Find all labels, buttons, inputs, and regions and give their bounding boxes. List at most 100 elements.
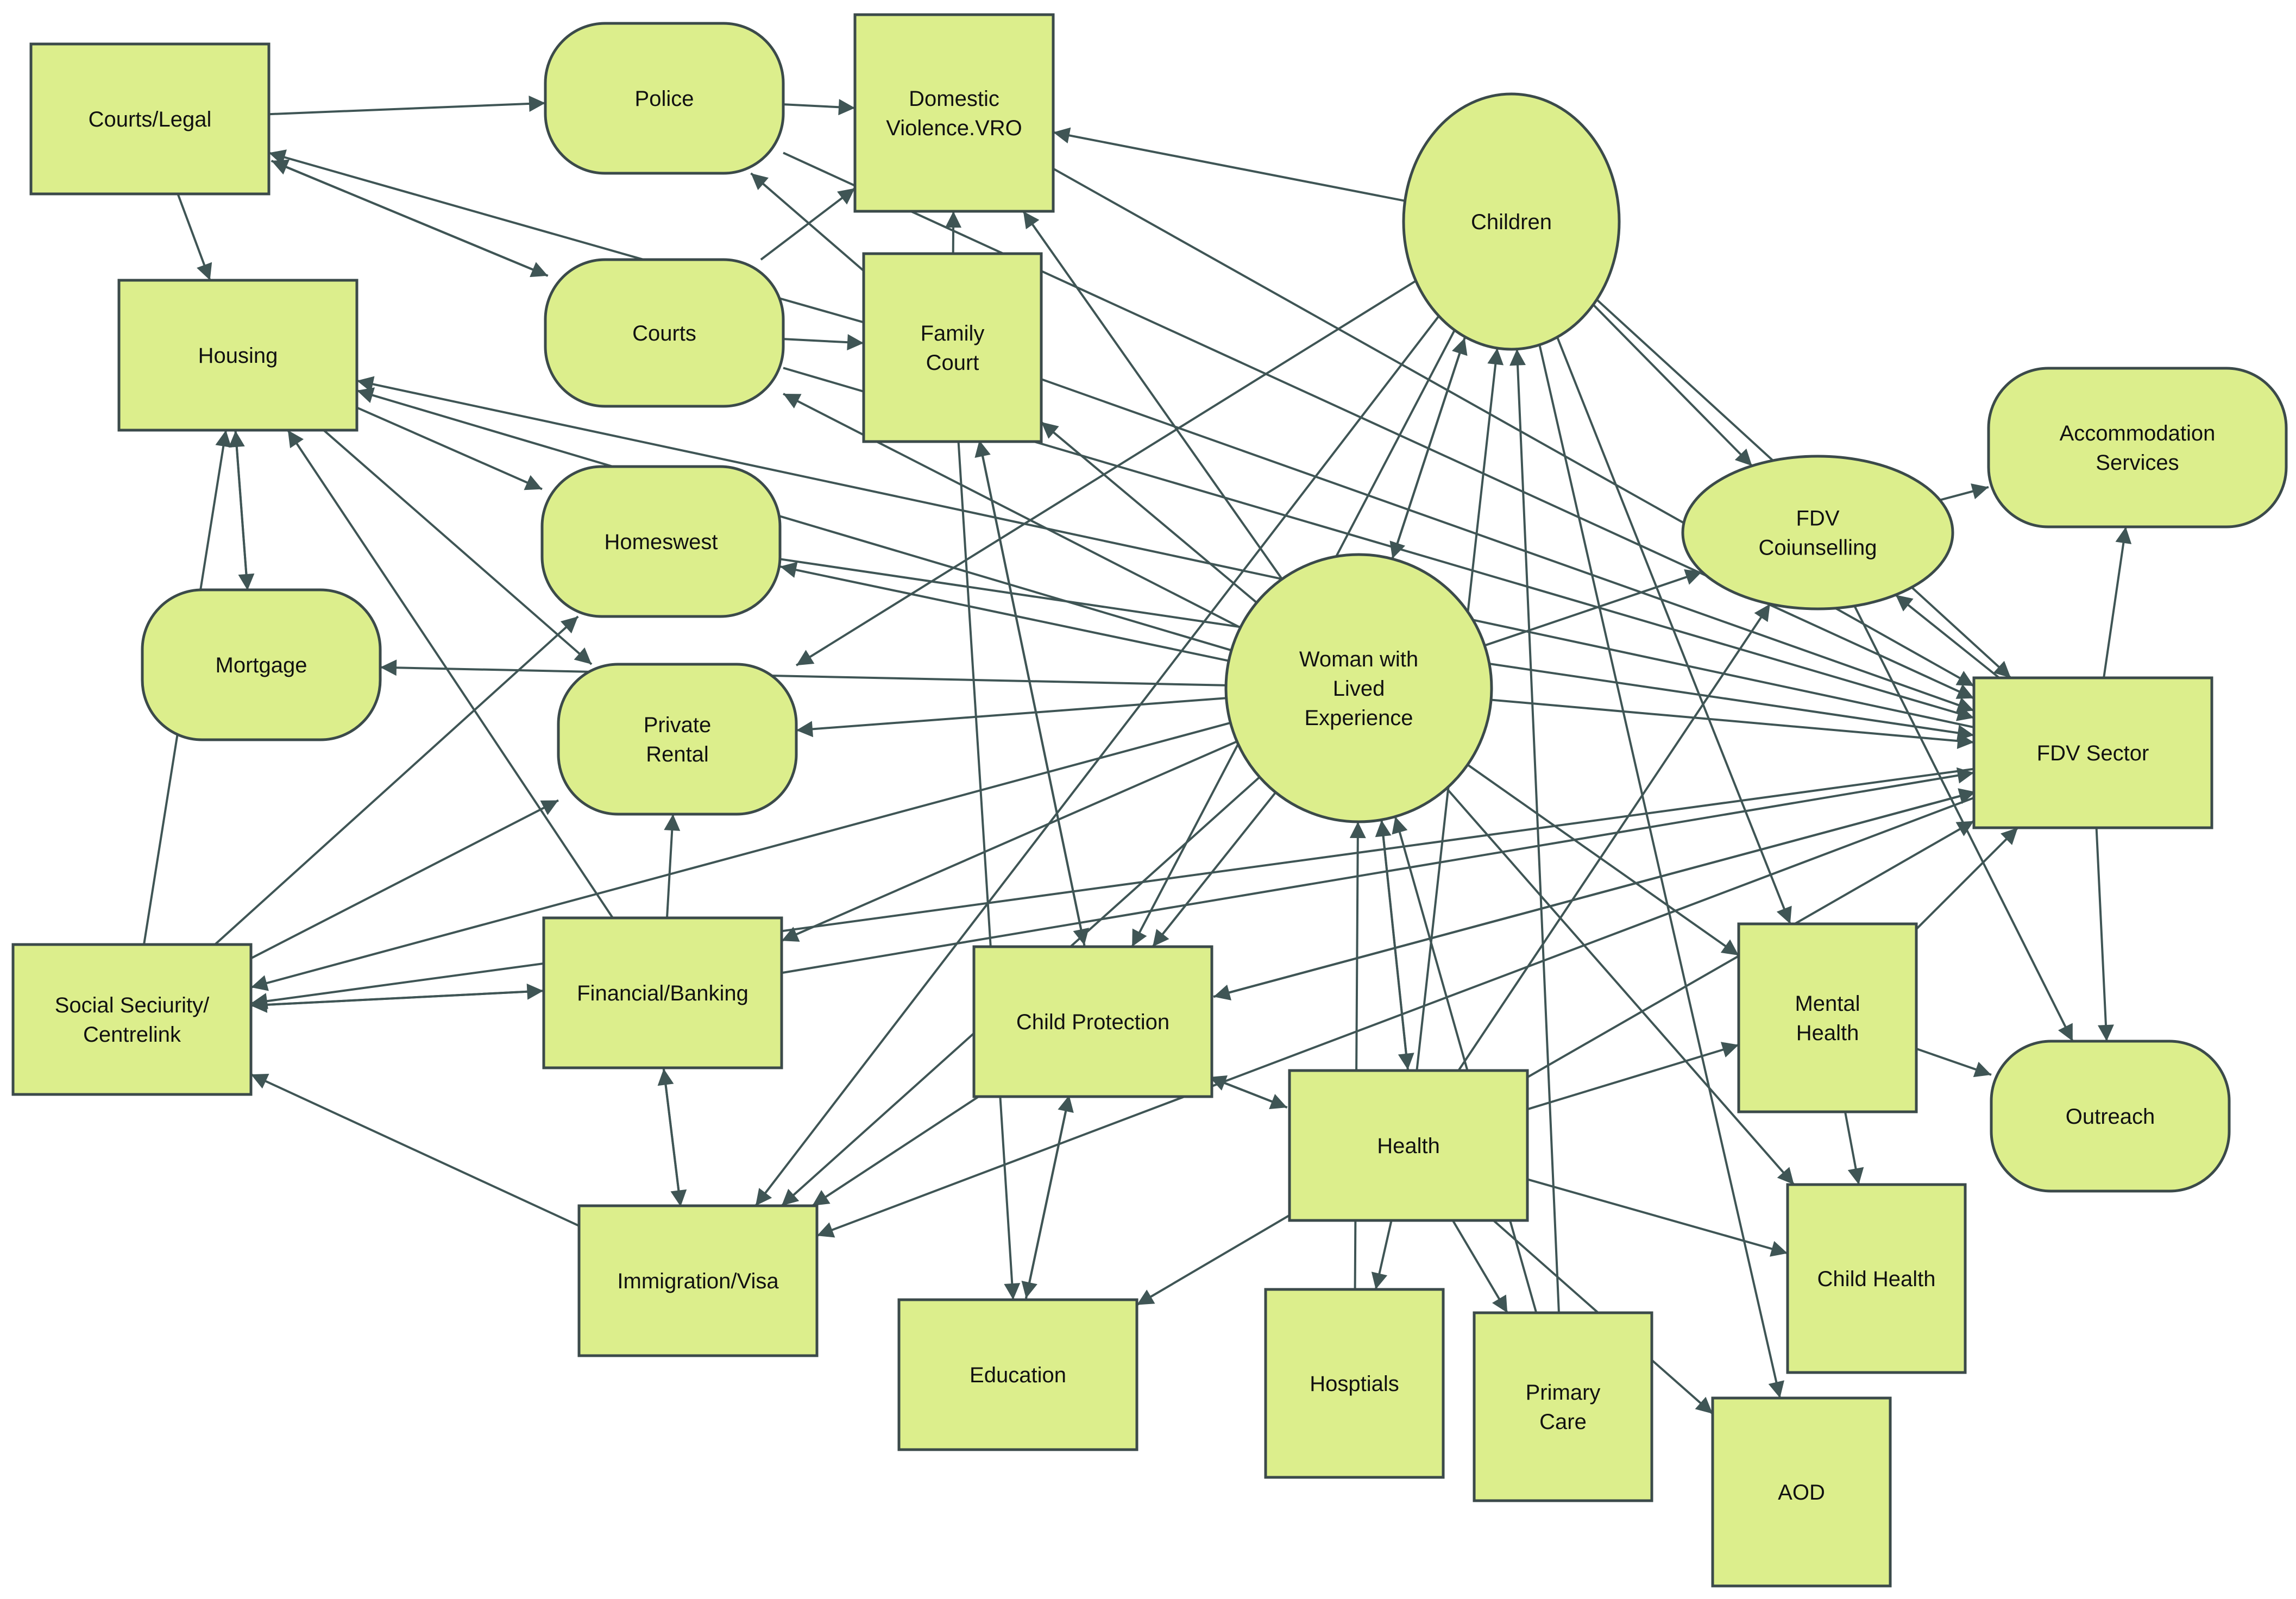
edge-fdv_sector-to-social_security (250, 767, 1974, 1010)
edge-immigration-to-financial (657, 1068, 682, 1207)
node-shape-primary-care (1473, 1311, 1653, 1502)
edge-woman-to-fdv_sector (1490, 698, 1974, 750)
node-label-social-security-line-1: Centrelink (83, 1023, 181, 1047)
node-label-private-rental-line-1: Rental (646, 742, 709, 766)
edge-child_protection-to-fdv_sector (1213, 788, 1976, 998)
node-label-fdv-sector-line-0: FDV Sector (2037, 741, 2149, 765)
edge-police-to-fdv_sector (783, 152, 1974, 700)
edge-children-to-fdv_counselling (1592, 304, 1753, 467)
edge-family_court-to-fdv_sector (1041, 378, 1974, 713)
node-shape-mental-health (1737, 922, 1918, 1113)
node-shape-police (544, 22, 785, 175)
node-shape-social-security (11, 943, 253, 1096)
node-immigration: Immigration/Visa (577, 1204, 819, 1357)
node-shape-outreach (1990, 1040, 2231, 1193)
node-shape-mortgage (141, 588, 382, 741)
node-label-social-security-line-0: Social Seciurity/ (55, 993, 210, 1017)
node-label-health-line-0: Health (1377, 1134, 1440, 1158)
node-children: Children (1402, 92, 1621, 351)
edge-mental_health-to-fdv_sector (1915, 827, 2019, 930)
node-shape-family-court (862, 252, 1043, 443)
node-label-dv-vro-line-0: Domestic (909, 87, 999, 111)
edge-mental_health-to-outreach (1916, 1047, 1992, 1078)
node-label-woman-line-0: Woman with (1299, 647, 1418, 671)
node-shape-aod (1711, 1396, 1892, 1588)
node-courts-legal: Courts/Legal (29, 42, 271, 196)
node-label-primary-care-line-0: Primary (1526, 1381, 1601, 1405)
node-shape-fdv-counselling (1681, 455, 1954, 610)
edge-woman-to-mental_health (1467, 764, 1740, 956)
edge-financial-to-fdv_sector (781, 767, 1974, 974)
edge-courts-to-family_court (783, 334, 864, 351)
node-shape-accommodation (1987, 367, 2288, 528)
edge-financial-to-housing (287, 429, 614, 919)
edge-health-to-mental_health (1527, 1042, 1739, 1111)
edge-health-to-hospitals (1371, 1220, 1393, 1290)
edge-health-to-primary_care (1451, 1219, 1508, 1314)
edge-fdv_sector-to-fdv_counselling (1895, 594, 2000, 679)
edge-mortgage-to-housing (228, 430, 249, 591)
node-homeswest: Homeswest (540, 465, 782, 618)
node-shape-children (1402, 92, 1621, 351)
edge-family_court-to-police (750, 172, 865, 272)
node-label-aod-line-0: AOD (1778, 1481, 1825, 1504)
node-label-courts-legal-line-0: Courts/Legal (89, 108, 212, 131)
node-shape-child-health (1786, 1183, 1967, 1374)
node-label-private-rental-line-0: Private (644, 713, 712, 737)
node-shape-courts (544, 258, 785, 408)
node-child-health: Child Health (1786, 1183, 1967, 1374)
node-label-children-line-0: Children (1471, 210, 1552, 234)
node-label-immigration-line-0: Immigration/Visa (617, 1269, 779, 1293)
edge-fdv_sector-to-housing (356, 376, 1974, 729)
edge-woman-to-homeswest (779, 562, 1229, 662)
edge-children-to-dv_vro (1053, 127, 1406, 202)
node-label-woman-line-2: Experience (1304, 706, 1413, 730)
edge-child_protection-to-family_court (974, 440, 1086, 946)
node-label-mental-health-line-1: Health (1796, 1021, 1859, 1045)
edge-health-to-child_protection (1209, 1075, 1288, 1109)
node-shape-immigration (577, 1204, 819, 1357)
node-aod: AOD (1711, 1396, 1892, 1588)
node-label-woman-line-1: Lived (1333, 677, 1385, 701)
edge-children-to-private_rental (795, 280, 1417, 666)
node-fdv-sector: FDV Sector (1972, 676, 2213, 829)
edge-woman-to-dv_vro (1022, 210, 1283, 580)
node-hospitals: Hosptials (1264, 1288, 1445, 1479)
node-shape-woman (1224, 553, 1493, 823)
node-label-mental-health-line-0: Mental (1795, 992, 1860, 1016)
node-education: Education (897, 1298, 1138, 1451)
node-health: Health (1288, 1069, 1529, 1222)
node-label-child-health-line-0: Child Health (1817, 1267, 1936, 1291)
node-shape-private-rental (557, 663, 798, 816)
edge-immigration-to-social_security (250, 1073, 580, 1227)
node-label-fdv-counselling-line-0: FDV (1796, 507, 1840, 531)
node-fdv-counselling: FDV Coiunselling (1681, 455, 1954, 610)
edge-woman-to-child_protection (1152, 791, 1277, 948)
node-shape-health (1288, 1069, 1529, 1222)
node-label-mortgage-line-0: Mortgage (216, 653, 307, 677)
edge-child_protection-to-immigration (812, 1096, 979, 1207)
node-child-protection: Child Protection (972, 945, 1213, 1098)
node-shape-hospitals (1264, 1288, 1445, 1479)
edge-fdv_sector-to-accommodation (2103, 526, 2132, 678)
node-courts: Courts (544, 258, 785, 408)
edge-woman-to-courts (783, 393, 1241, 629)
node-label-fdv-counselling-line-1: Coiunselling (1759, 536, 1877, 560)
edge-primary_care-to-children (1509, 349, 1560, 1313)
node-label-family-court-line-1: Court (926, 351, 979, 375)
node-shape-fdv-sector (1972, 676, 2213, 829)
node-label-primary-care-line-1: Care (1539, 1410, 1587, 1434)
node-shape-dv-vro (853, 13, 1055, 213)
edge-courts_legal-to-courts (271, 160, 549, 278)
node-social-security: Social Seciurity/Centrelink (11, 943, 253, 1096)
edge-social_security-to-private_rental (250, 799, 559, 960)
node-financial: Financial/Banking (542, 916, 783, 1069)
node-label-police-line-0: Police (635, 87, 694, 111)
node-label-hospitals-line-0: Hosptials (1310, 1372, 1399, 1396)
